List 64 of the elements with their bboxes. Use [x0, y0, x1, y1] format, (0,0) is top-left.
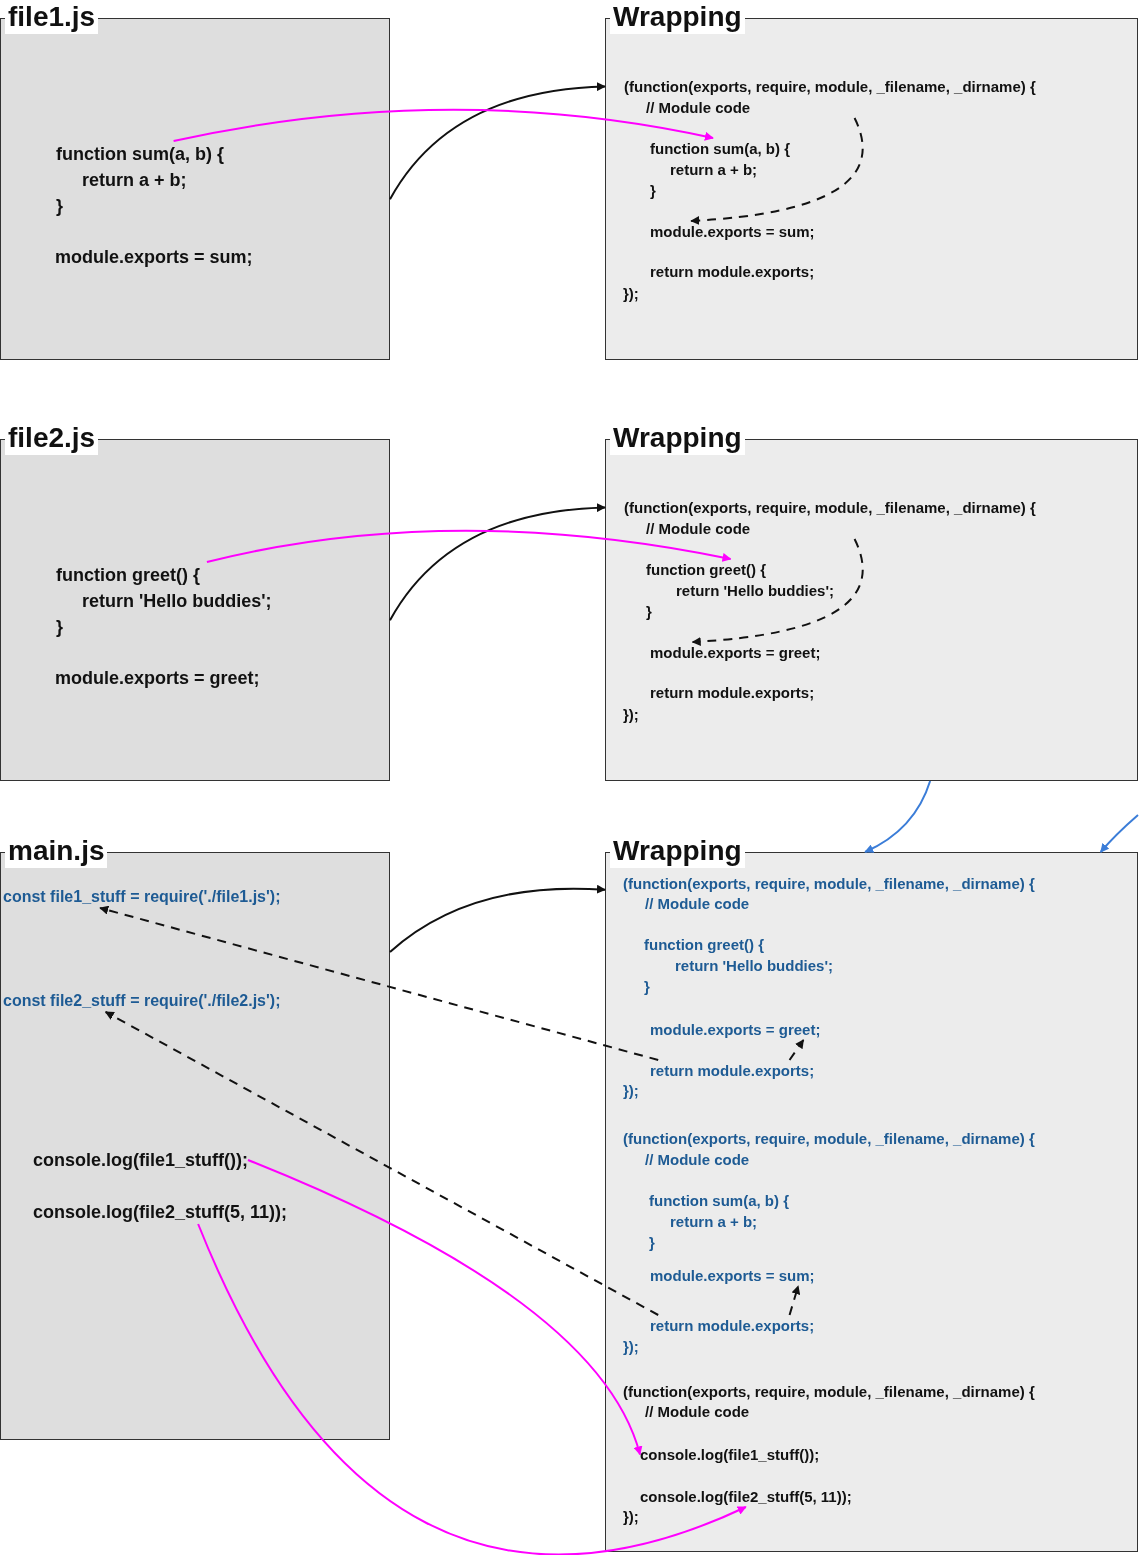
- code-line: return 'Hello buddies';: [676, 581, 834, 601]
- code-line: // Module code: [646, 519, 751, 539]
- code-line: function greet() {: [56, 564, 200, 587]
- code-line: });: [623, 705, 639, 725]
- code-line: }: [650, 181, 656, 201]
- code-line: (function(exports, require, module, _filename, _dirname) {: [623, 1382, 1035, 1402]
- dashed-arrow: [788, 1285, 801, 1316]
- arrow: [172, 108, 714, 142]
- code-line: console.log(file2_stuff(5, 11));: [33, 1200, 288, 1224]
- dashed-arrow: [788, 1039, 805, 1061]
- code-line: console.log(file1_stuff());: [640, 1444, 820, 1465]
- code-line: });: [623, 1337, 639, 1357]
- code-line: return 'Hello buddies';: [82, 590, 272, 613]
- code-line: function sum(a, b) {: [56, 143, 224, 166]
- code-line: // Module code: [646, 98, 751, 118]
- code-line: return a + b;: [670, 1212, 758, 1232]
- code-line: const file1_stuff = require('./file1.js');: [3, 886, 281, 908]
- code-line: return a + b;: [670, 160, 758, 180]
- code-line: (function(exports, require, module, _filename, _dirname) {: [624, 77, 1036, 97]
- code-line: function greet() {: [644, 935, 764, 955]
- arrow: [389, 884, 606, 953]
- code-line: module.exports = greet;: [650, 1019, 821, 1040]
- code-line: module.exports = greet;: [650, 642, 821, 663]
- code-line: module.exports = sum;: [55, 246, 253, 269]
- arrow: [1099, 814, 1139, 853]
- code-line: });: [623, 284, 639, 304]
- code-line: // Module code: [645, 1150, 750, 1170]
- code-line: function greet() {: [646, 560, 766, 580]
- code-line: module.exports = greet;: [55, 667, 260, 690]
- dashed-arrow: [104, 1011, 660, 1316]
- code-line: function sum(a, b) {: [649, 1191, 789, 1211]
- code-line: return 'Hello buddies';: [675, 956, 833, 976]
- dashed-arrow: [99, 905, 660, 1061]
- dashed-arrow: [691, 538, 864, 646]
- code-line: function sum(a, b) {: [650, 139, 790, 159]
- arrow: [197, 1223, 747, 1555]
- code-line: return a + b;: [82, 169, 187, 192]
- code-line: }: [644, 977, 650, 997]
- arrow: [205, 529, 732, 563]
- code-line: module.exports = sum;: [650, 1265, 815, 1286]
- code-line: (function(exports, require, module, _filename, _dirname) {: [623, 1129, 1035, 1149]
- code-line: module.exports = sum;: [650, 221, 815, 242]
- code-line: });: [623, 1081, 639, 1101]
- code-line: // Module code: [645, 1402, 750, 1422]
- code-line: return module.exports;: [650, 262, 815, 282]
- code-line: return module.exports;: [650, 1315, 815, 1336]
- arrow: [864, 780, 932, 853]
- code-line: }: [56, 195, 63, 218]
- code-line: });: [623, 1507, 639, 1527]
- code-line: }: [646, 602, 652, 622]
- dashed-arrow: [690, 117, 864, 225]
- code-line: }: [649, 1233, 655, 1253]
- code-line: }: [56, 616, 63, 639]
- code-line: (function(exports, require, module, _filename, _dirname) {: [623, 874, 1035, 894]
- arrow: [247, 1159, 642, 1456]
- code-line: console.log(file2_stuff(5, 11));: [640, 1486, 852, 1507]
- code-line: return module.exports;: [650, 683, 815, 703]
- code-line: // Module code: [645, 894, 750, 914]
- code-line: console.log(file1_stuff());: [33, 1148, 248, 1172]
- code-line: (function(exports, require, module, _filename, _dirname) {: [624, 498, 1036, 518]
- arrow: [389, 503, 606, 622]
- code-line: const file2_stuff = require('./file2.js');: [3, 990, 281, 1012]
- code-line: return module.exports;: [650, 1060, 815, 1081]
- arrow: [389, 82, 606, 201]
